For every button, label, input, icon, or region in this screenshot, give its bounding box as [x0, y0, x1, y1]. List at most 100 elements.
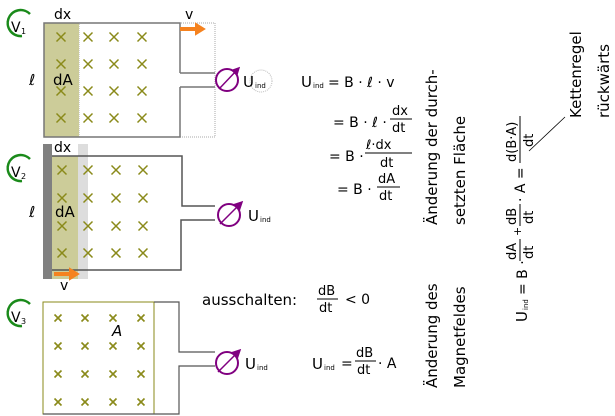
v2-field-crosses — [56, 164, 149, 259]
v3-voltmeter-icon — [215, 348, 242, 375]
field-cross-icon — [82, 85, 94, 97]
gen-den2: dt — [522, 211, 537, 224]
field-cross-icon — [108, 58, 120, 70]
gen-den3: dt — [522, 134, 537, 147]
gen-plus: + — [511, 227, 524, 236]
general-induction-formula: U ind = B · dA dt + dB dt · A = d(B·A) d… — [505, 116, 537, 322]
field-cross-icon — [53, 341, 63, 351]
eq4-num: dA — [378, 172, 395, 187]
field-cross-icon — [136, 58, 148, 70]
field-cross-icon — [82, 112, 94, 124]
field-cross-icon — [136, 397, 146, 407]
eq3-pre: = B · — [329, 149, 364, 165]
v1-future-outline — [78, 22, 216, 138]
v2-old-bar — [43, 144, 52, 279]
field-cross-icon — [55, 31, 67, 43]
field-cross-icon — [108, 313, 118, 323]
v1-sub: 1 — [21, 27, 26, 36]
field-cross-icon — [55, 85, 67, 97]
equation-line-1: U ind = B · ℓ · v — [301, 73, 395, 91]
equation-line-4: = B · dA dt — [337, 172, 400, 204]
v3eq-post: · A — [378, 356, 397, 372]
flaeche-caption: Änderung der durch- setzten Fläche — [422, 69, 469, 225]
kettenregel-line-2: rückwärts — [595, 44, 613, 118]
field-cross-icon — [82, 31, 94, 43]
magnet-line-1: Änderung des — [422, 283, 441, 388]
v1-l-label: ℓ — [28, 71, 35, 89]
gen-mid: · A = — [513, 167, 529, 202]
eq4-den: dt — [379, 189, 392, 204]
field-cross-icon — [108, 85, 120, 97]
field-cross-icon — [82, 247, 94, 259]
v3-sub: 3 — [21, 317, 26, 326]
v3-badge: V 3 — [6, 298, 31, 328]
field-cross-icon — [80, 313, 90, 323]
field-cross-icon — [56, 247, 68, 259]
v3eq-lhs: U — [312, 355, 323, 373]
v3-conductor-bottom — [43, 365, 215, 415]
field-cross-icon — [108, 31, 120, 43]
field-cross-icon — [108, 112, 120, 124]
v2-dA-label: dA — [55, 203, 76, 221]
field-cross-icon — [136, 313, 146, 323]
kettenregel-caption: Kettenregel rückwärts — [567, 31, 613, 118]
equation-line-3: = B · ℓ·dx dt — [329, 138, 412, 171]
panel-v2: V 2 dx ℓ dA v U ind — [6, 140, 271, 294]
field-cross-icon — [136, 369, 146, 379]
v2-l-label: ℓ — [28, 203, 35, 221]
ausschalten-label: ausschalten: — [202, 291, 297, 309]
gen-den1: dt — [522, 246, 537, 259]
eq1-lhs: U — [301, 73, 312, 91]
ausschalten-num: dB — [318, 284, 335, 299]
field-cross-icon — [137, 192, 149, 204]
v1-uind-sub: ind — [255, 82, 266, 90]
kettenregel-line-1: Kettenregel — [567, 31, 585, 118]
eq1-sub: ind — [313, 82, 324, 90]
v3-A-label: A — [111, 322, 122, 340]
gen-num3: d(B·A) — [505, 122, 520, 162]
flaeche-line-2: setzten Fläche — [451, 116, 469, 225]
v3-label: V — [11, 310, 21, 326]
gen-num1: dA — [505, 243, 520, 260]
v3eq-num: dB — [356, 346, 373, 361]
v1-ring-icon — [6, 8, 31, 38]
field-cross-icon — [80, 397, 90, 407]
field-cross-icon — [53, 397, 63, 407]
v1-ghost-meter-icon — [249, 69, 273, 93]
v1-v-label: v — [185, 7, 193, 23]
v3-uind-label: U — [245, 355, 256, 373]
v1-field-crosses — [55, 31, 148, 124]
gen-lhs: U — [513, 311, 531, 322]
v1-dA-label: dA — [53, 71, 74, 89]
v1-voltmeter-icon — [215, 66, 241, 92]
v3-uind-sub: ind — [257, 364, 268, 372]
eq1-rhs: = B · ℓ · v — [328, 75, 395, 91]
v1-uind-label: U — [243, 73, 254, 91]
kettenregel-pointer-line — [528, 116, 566, 152]
field-cross-icon — [110, 192, 122, 204]
field-cross-icon — [53, 369, 63, 379]
v2-badge: V 2 — [6, 153, 31, 183]
field-cross-icon — [82, 192, 94, 204]
field-cross-icon — [137, 220, 149, 232]
flaeche-line-1: Änderung der durch- — [422, 69, 441, 225]
field-cross-icon — [82, 220, 94, 232]
eq2-pre: = B · ℓ · — [333, 115, 387, 131]
v2-ring-icon — [6, 153, 31, 183]
eq4-pre: = B · — [337, 182, 372, 198]
equation-line-2: = B · ℓ · dx dt — [333, 104, 412, 136]
eq3-den: dt — [380, 156, 393, 171]
v2-new-bar — [78, 144, 88, 279]
v2-dx-label: dx — [54, 140, 71, 156]
field-cross-icon — [108, 369, 118, 379]
v2-v-label: v — [60, 278, 68, 294]
field-cross-icon — [82, 58, 94, 70]
panel-v3: V 3 A U ind — [6, 298, 268, 415]
eq2-num: dx — [392, 104, 408, 119]
field-cross-icon — [137, 164, 149, 176]
panel-v1: V 1 dx ℓ dA v U ind — [6, 7, 273, 138]
v2-voltmeter-icon — [217, 200, 244, 227]
v1-conductor-loop — [43, 22, 181, 138]
field-cross-icon — [56, 220, 68, 232]
